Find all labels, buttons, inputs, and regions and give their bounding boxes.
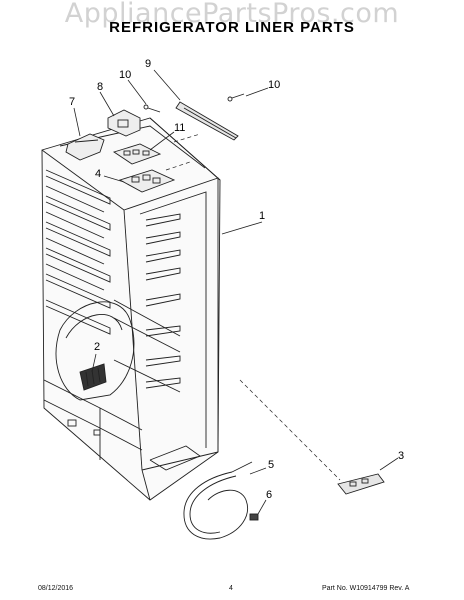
callout-10-right: 10 bbox=[268, 79, 281, 91]
left-shelf-rails bbox=[45, 169, 111, 335]
footer-page-number: 4 bbox=[229, 585, 233, 592]
callout-3: 3 bbox=[398, 450, 405, 462]
callout-5: 5 bbox=[268, 459, 275, 471]
callout-10-left: 10 bbox=[119, 69, 132, 81]
leader-lines bbox=[73, 69, 399, 515]
part-6-fitting bbox=[249, 513, 259, 521]
right-shelf-rails bbox=[145, 213, 181, 389]
callout-11: 11 bbox=[174, 122, 186, 134]
callout-2: 2 bbox=[94, 341, 101, 353]
alignment-lines bbox=[165, 133, 341, 481]
callout-1: 1 bbox=[259, 210, 266, 222]
callout-6: 6 bbox=[266, 489, 273, 501]
part-4-control-panel bbox=[118, 169, 176, 193]
liner-body bbox=[41, 117, 221, 501]
part-7-light-housing bbox=[65, 133, 105, 161]
part-11-control-board bbox=[112, 143, 162, 165]
callout-4: 4 bbox=[95, 168, 102, 180]
part-10-screw-left bbox=[143, 104, 161, 113]
callout-9: 9 bbox=[145, 58, 152, 70]
callout-8: 8 bbox=[97, 81, 104, 93]
footer-part-number: Part No. W10914799 Rev. A bbox=[322, 585, 410, 592]
watermark: AppliancePartsPros.com bbox=[64, 0, 400, 29]
part-2-filter bbox=[79, 363, 107, 391]
part-10-screw-right bbox=[227, 93, 245, 102]
part-9-light-cover bbox=[175, 101, 239, 141]
footer-date: 08/12/2016 bbox=[38, 585, 74, 592]
diagram-title: REFRIGERATOR LINER PARTS bbox=[109, 19, 355, 36]
callout-7: 7 bbox=[69, 96, 76, 108]
part-5-tubing bbox=[183, 461, 253, 540]
part-8-control-housing bbox=[107, 109, 141, 137]
part-3-cover bbox=[337, 473, 385, 495]
